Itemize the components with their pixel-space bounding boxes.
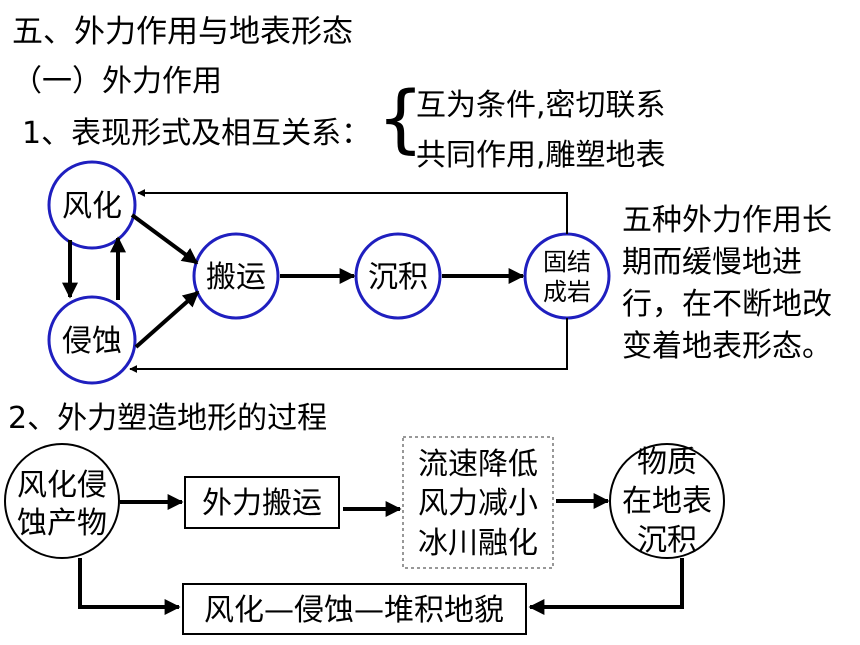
section-subtitle: （一）外力作用 [12, 64, 222, 99]
erosion-label: 侵蚀 [62, 324, 122, 359]
conditions-box [402, 436, 554, 569]
deposit-label-2: 在地表 [622, 484, 712, 519]
arrow-deposit-to-landforms [528, 558, 684, 615]
lithification-label-2: 成岩 [543, 278, 591, 306]
lithification-label-1: 固结 [543, 248, 591, 276]
transport-box-label: 外力搬运 [202, 486, 322, 521]
deposition-node [354, 232, 442, 320]
products-node [4, 443, 120, 559]
deposition-label: 沉积 [368, 260, 428, 295]
relation-1: 互为条件,密切联系 [416, 88, 666, 123]
condition-3: 冰川融化 [418, 526, 538, 561]
deposit-node [609, 443, 725, 559]
condition-1: 流速降低 [418, 447, 538, 482]
side-note: 五种外力作用长期而缓慢地进行，在不断地改变着地表形态。 [622, 203, 832, 364]
arrow-lithification-to-weathering [137, 189, 568, 234]
deposit-label-1: 物质 [637, 445, 697, 480]
arrow-lithification-to-erosion [129, 318, 568, 373]
section-2-title: 2、外力塑造地形的过程 [8, 401, 328, 436]
weathering-node [47, 160, 137, 250]
erosion-node [47, 295, 137, 385]
point-1-label: 1、表现形式及相互关系： [22, 116, 372, 151]
arrow-products-to-landforms [78, 558, 181, 615]
transport-node [192, 232, 280, 320]
transport-label: 搬运 [206, 260, 266, 295]
products-label-1: 风化侵 [17, 468, 107, 503]
products-label-2: 蚀产物 [17, 506, 107, 541]
condition-2: 风力减小 [418, 486, 538, 521]
landforms-box [182, 583, 527, 635]
relation-2: 共同作用,雕塑地表 [416, 138, 666, 173]
landforms-label: 风化—侵蚀—堆积地貌 [204, 593, 504, 628]
arrow-erosion-to-transport [134, 290, 200, 349]
page-title: 五、外力作用与地表形态 [12, 14, 353, 50]
weathering-label: 风化 [62, 189, 122, 224]
deposit-label-3: 沉积 [637, 523, 697, 558]
arrow-weathering-to-transport [130, 213, 199, 265]
transport-box [184, 476, 340, 529]
left-brace-icon: { [377, 76, 425, 162]
